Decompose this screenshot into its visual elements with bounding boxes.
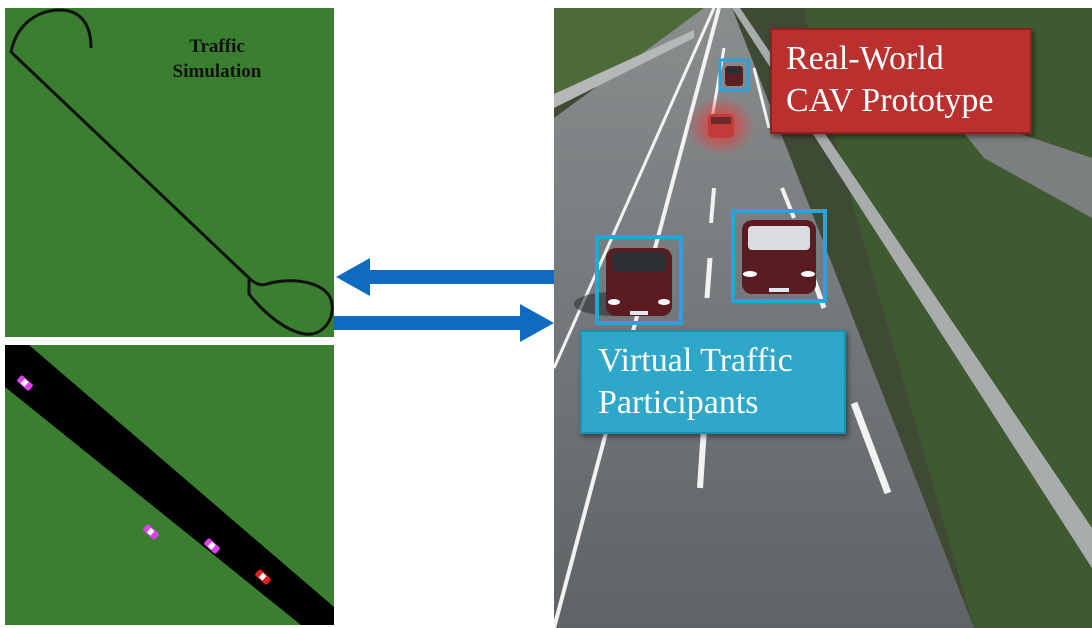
real-world-cav-label: Real-World CAV Prototype: [770, 28, 1032, 134]
simulation-zoom-panel: [5, 345, 334, 625]
cav-prototype-vehicle: [687, 96, 755, 156]
simulation-road: [5, 345, 334, 625]
virtual-vehicle-right: [731, 209, 827, 303]
virtual-vehicle: [143, 524, 159, 540]
opposite-carriageway: [944, 108, 1092, 218]
left-guard-rail: [554, 30, 694, 108]
virtual-traffic-participants-label: Virtual Traffic Participants: [580, 330, 846, 434]
arrow-to-real-world: [334, 304, 554, 342]
guard-rail: [732, 8, 1092, 568]
highway-road: [554, 8, 974, 628]
prototype-vehicle-sim: [255, 569, 271, 585]
highway-scene: [554, 8, 1092, 628]
virtual-vehicle-distant: [718, 58, 750, 92]
virtual-vehicle: [17, 375, 33, 391]
simulation-title: Traffic Simulation: [172, 36, 262, 82]
simulation-zoom-view: [5, 345, 334, 625]
simulation-track-panel: Traffic Simulation: [5, 8, 334, 337]
virtual-vehicle-left: [595, 235, 683, 325]
simulation-track-map: [9, 8, 334, 336]
left-trees: [554, 8, 704, 98]
simulation-track: [9, 8, 334, 336]
virtual-vehicle: [204, 538, 220, 554]
arrow-to-simulation: [336, 258, 554, 296]
